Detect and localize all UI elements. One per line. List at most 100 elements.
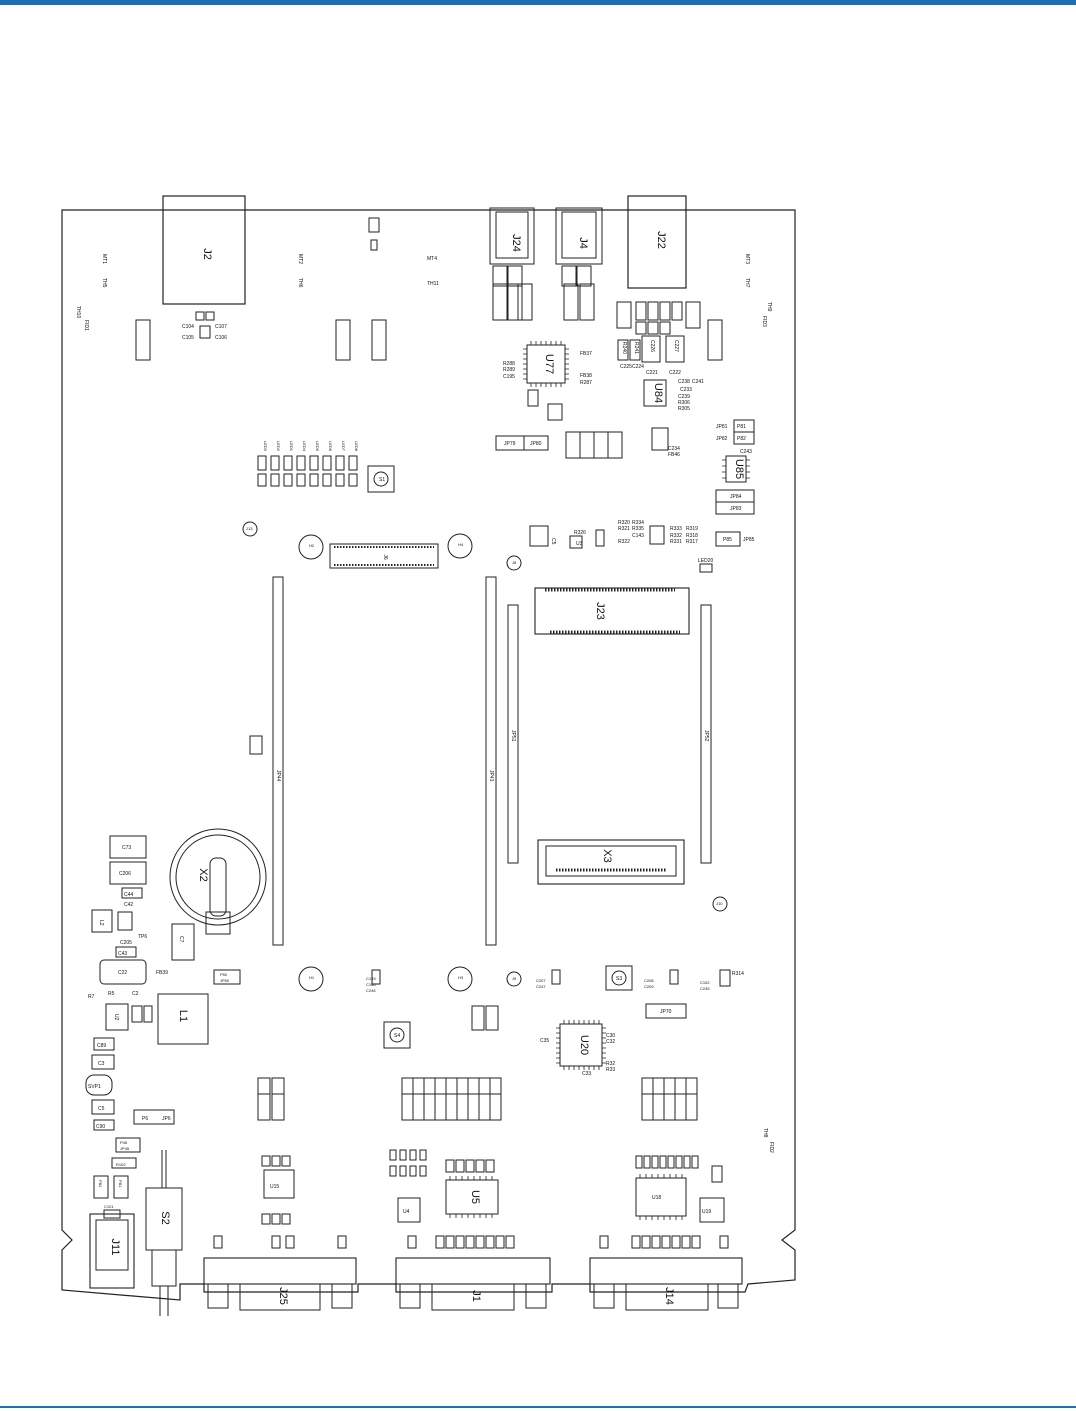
ic-u85: U85 C243: [722, 449, 752, 483]
svg-text:C206: C206: [119, 871, 131, 877]
svg-text:R305: R305: [678, 406, 690, 412]
capacitor-c3: C3: [91, 1054, 115, 1070]
capacitor-c89: C89: [93, 1037, 115, 1051]
jumper-jp3: [135, 319, 151, 361]
svg-text:S4: S4: [394, 1033, 400, 1039]
svg-text:C243: C243: [740, 449, 752, 455]
svg-text:H1: H1: [309, 975, 315, 980]
svg-text:U2: U2: [113, 1014, 119, 1021]
svg-text:C106: C106: [215, 335, 227, 341]
svg-text:C44: C44: [124, 892, 133, 898]
svg-text:C227: C227: [673, 340, 679, 352]
header-jp43: JP43: [485, 576, 497, 946]
svg-text:JP50: JP50: [220, 978, 230, 983]
svg-text:S1: S1: [379, 477, 385, 483]
svg-text:H4: H4: [458, 542, 464, 547]
header-jp52: JP52: [700, 604, 712, 864]
svg-text:J8: J8: [512, 560, 517, 565]
svg-text:R335: R335: [632, 526, 644, 532]
svg-text:FID3: FID3: [761, 316, 767, 327]
svg-text:C195: C195: [503, 374, 515, 380]
svg-text:C3: C3: [98, 1061, 105, 1067]
svg-text:R334: R334: [632, 520, 644, 526]
capacitor-c22: C22: [99, 959, 147, 985]
svg-text:U19: U19: [702, 1209, 711, 1215]
svg-text:H2: H2: [309, 543, 315, 548]
battery-x2: X2: [169, 828, 267, 935]
svg-text:R7: R7: [88, 994, 95, 1000]
switch-s4: S4: [383, 1021, 411, 1049]
svg-text:C2: C2: [132, 991, 139, 997]
svg-text:R318: R318: [686, 533, 698, 539]
jumper-jp4: [335, 319, 351, 361]
svg-text:JP43: JP43: [488, 770, 494, 782]
svg-text:R319: R319: [686, 526, 698, 532]
svg-text:C107: C107: [215, 324, 227, 330]
svg-text:TH10: TH10: [75, 306, 81, 318]
svg-text:TH9: TH9: [766, 302, 772, 312]
svg-text:J25: J25: [277, 1287, 289, 1305]
svg-text:C22: C22: [118, 970, 127, 976]
svg-text:U84: U84: [652, 383, 664, 403]
svg-text:C241: C241: [692, 379, 704, 385]
svg-text:R332: R332: [670, 533, 682, 539]
led-label-4: LED4: [302, 441, 307, 452]
svg-text:JP79: JP79: [504, 441, 516, 447]
led-row: LED3 LED2 LED1 LED4 LED5 LED6 LED7 LED8: [257, 441, 359, 487]
ic-u81: [117, 911, 133, 931]
switch-s2: S2: [145, 1150, 183, 1316]
inductor-l2: L2: [91, 909, 113, 933]
svg-text:U5: U5: [469, 1190, 481, 1204]
ic-u77: U77 R288 R289 C195 FB37 FB38 R287: [503, 341, 592, 421]
svg-text:MT1: MT1: [101, 254, 107, 264]
svg-text:P82: P82: [737, 436, 746, 442]
led-label-6: LED6: [328, 441, 333, 452]
capacitor-c43: C43: [115, 946, 137, 958]
connector-j14: J14: [589, 1257, 743, 1311]
svg-text:J9: J9: [512, 976, 517, 981]
parts-cluster-c226: R240 R241 C226 C227 C225 C224 C221 C222: [617, 335, 685, 376]
svg-text:C73: C73: [122, 845, 131, 851]
connector-j23: J23: [534, 587, 690, 635]
svg-text:JP81: JP81: [716, 424, 728, 430]
top-accent-bar: [0, 0, 1076, 5]
led-label-3: LED1: [289, 441, 294, 452]
label-j4: J4: [577, 237, 589, 249]
jumper-block-j4: [561, 265, 595, 321]
connector-j1: J1: [395, 1257, 551, 1311]
svg-text:J14: J14: [663, 1287, 675, 1305]
svg-text:C105: C105: [182, 335, 194, 341]
led-label-5: LED5: [315, 441, 320, 452]
svg-text:C245: C245: [700, 986, 710, 991]
svg-text:C143: C143: [632, 533, 644, 539]
capacitor-c5: C5: [91, 1099, 115, 1115]
svg-text:R287: R287: [580, 380, 592, 386]
connector-j4: J4: [555, 207, 603, 265]
jumper-jp79-jp80: JP79 JP80: [495, 435, 549, 451]
svg-text:U15: U15: [270, 1184, 279, 1190]
ic-u18: U18: [635, 1155, 699, 1220]
jumper-columns-mid: [565, 431, 623, 459]
svg-text:FB38: FB38: [580, 373, 592, 379]
svg-text:C35: C35: [540, 1038, 549, 1044]
parts-cluster-mid: C193 C186 C246 C207 C247 C208 C209 C152 …: [366, 969, 744, 993]
jumper-jp70: JP70: [645, 1003, 687, 1019]
svg-text:C247: C247: [536, 984, 546, 989]
svg-text:R317: R317: [686, 539, 698, 545]
svg-text:JP51: JP51: [510, 730, 516, 742]
capacitor-c90: C90: [93, 1119, 115, 1131]
svg-text:X2: X2: [197, 868, 209, 881]
jumper-bank-jp74-jp73: [257, 1077, 285, 1121]
board-outline: [61, 209, 796, 1301]
jumper-jp48: [371, 319, 387, 361]
svg-text:C42: C42: [124, 902, 133, 908]
svg-text:FID2: FID2: [768, 1142, 774, 1153]
svg-text:JP44: JP44: [275, 770, 281, 782]
svg-text:C221: C221: [646, 370, 658, 376]
jumper-jp45: P45 JP45: [115, 1137, 141, 1153]
svg-text:C209: C209: [644, 984, 654, 989]
svg-text:JP6: JP6: [162, 1116, 171, 1122]
led-label-2: LED2: [276, 441, 281, 452]
header-jp44: JP44: [272, 576, 284, 946]
